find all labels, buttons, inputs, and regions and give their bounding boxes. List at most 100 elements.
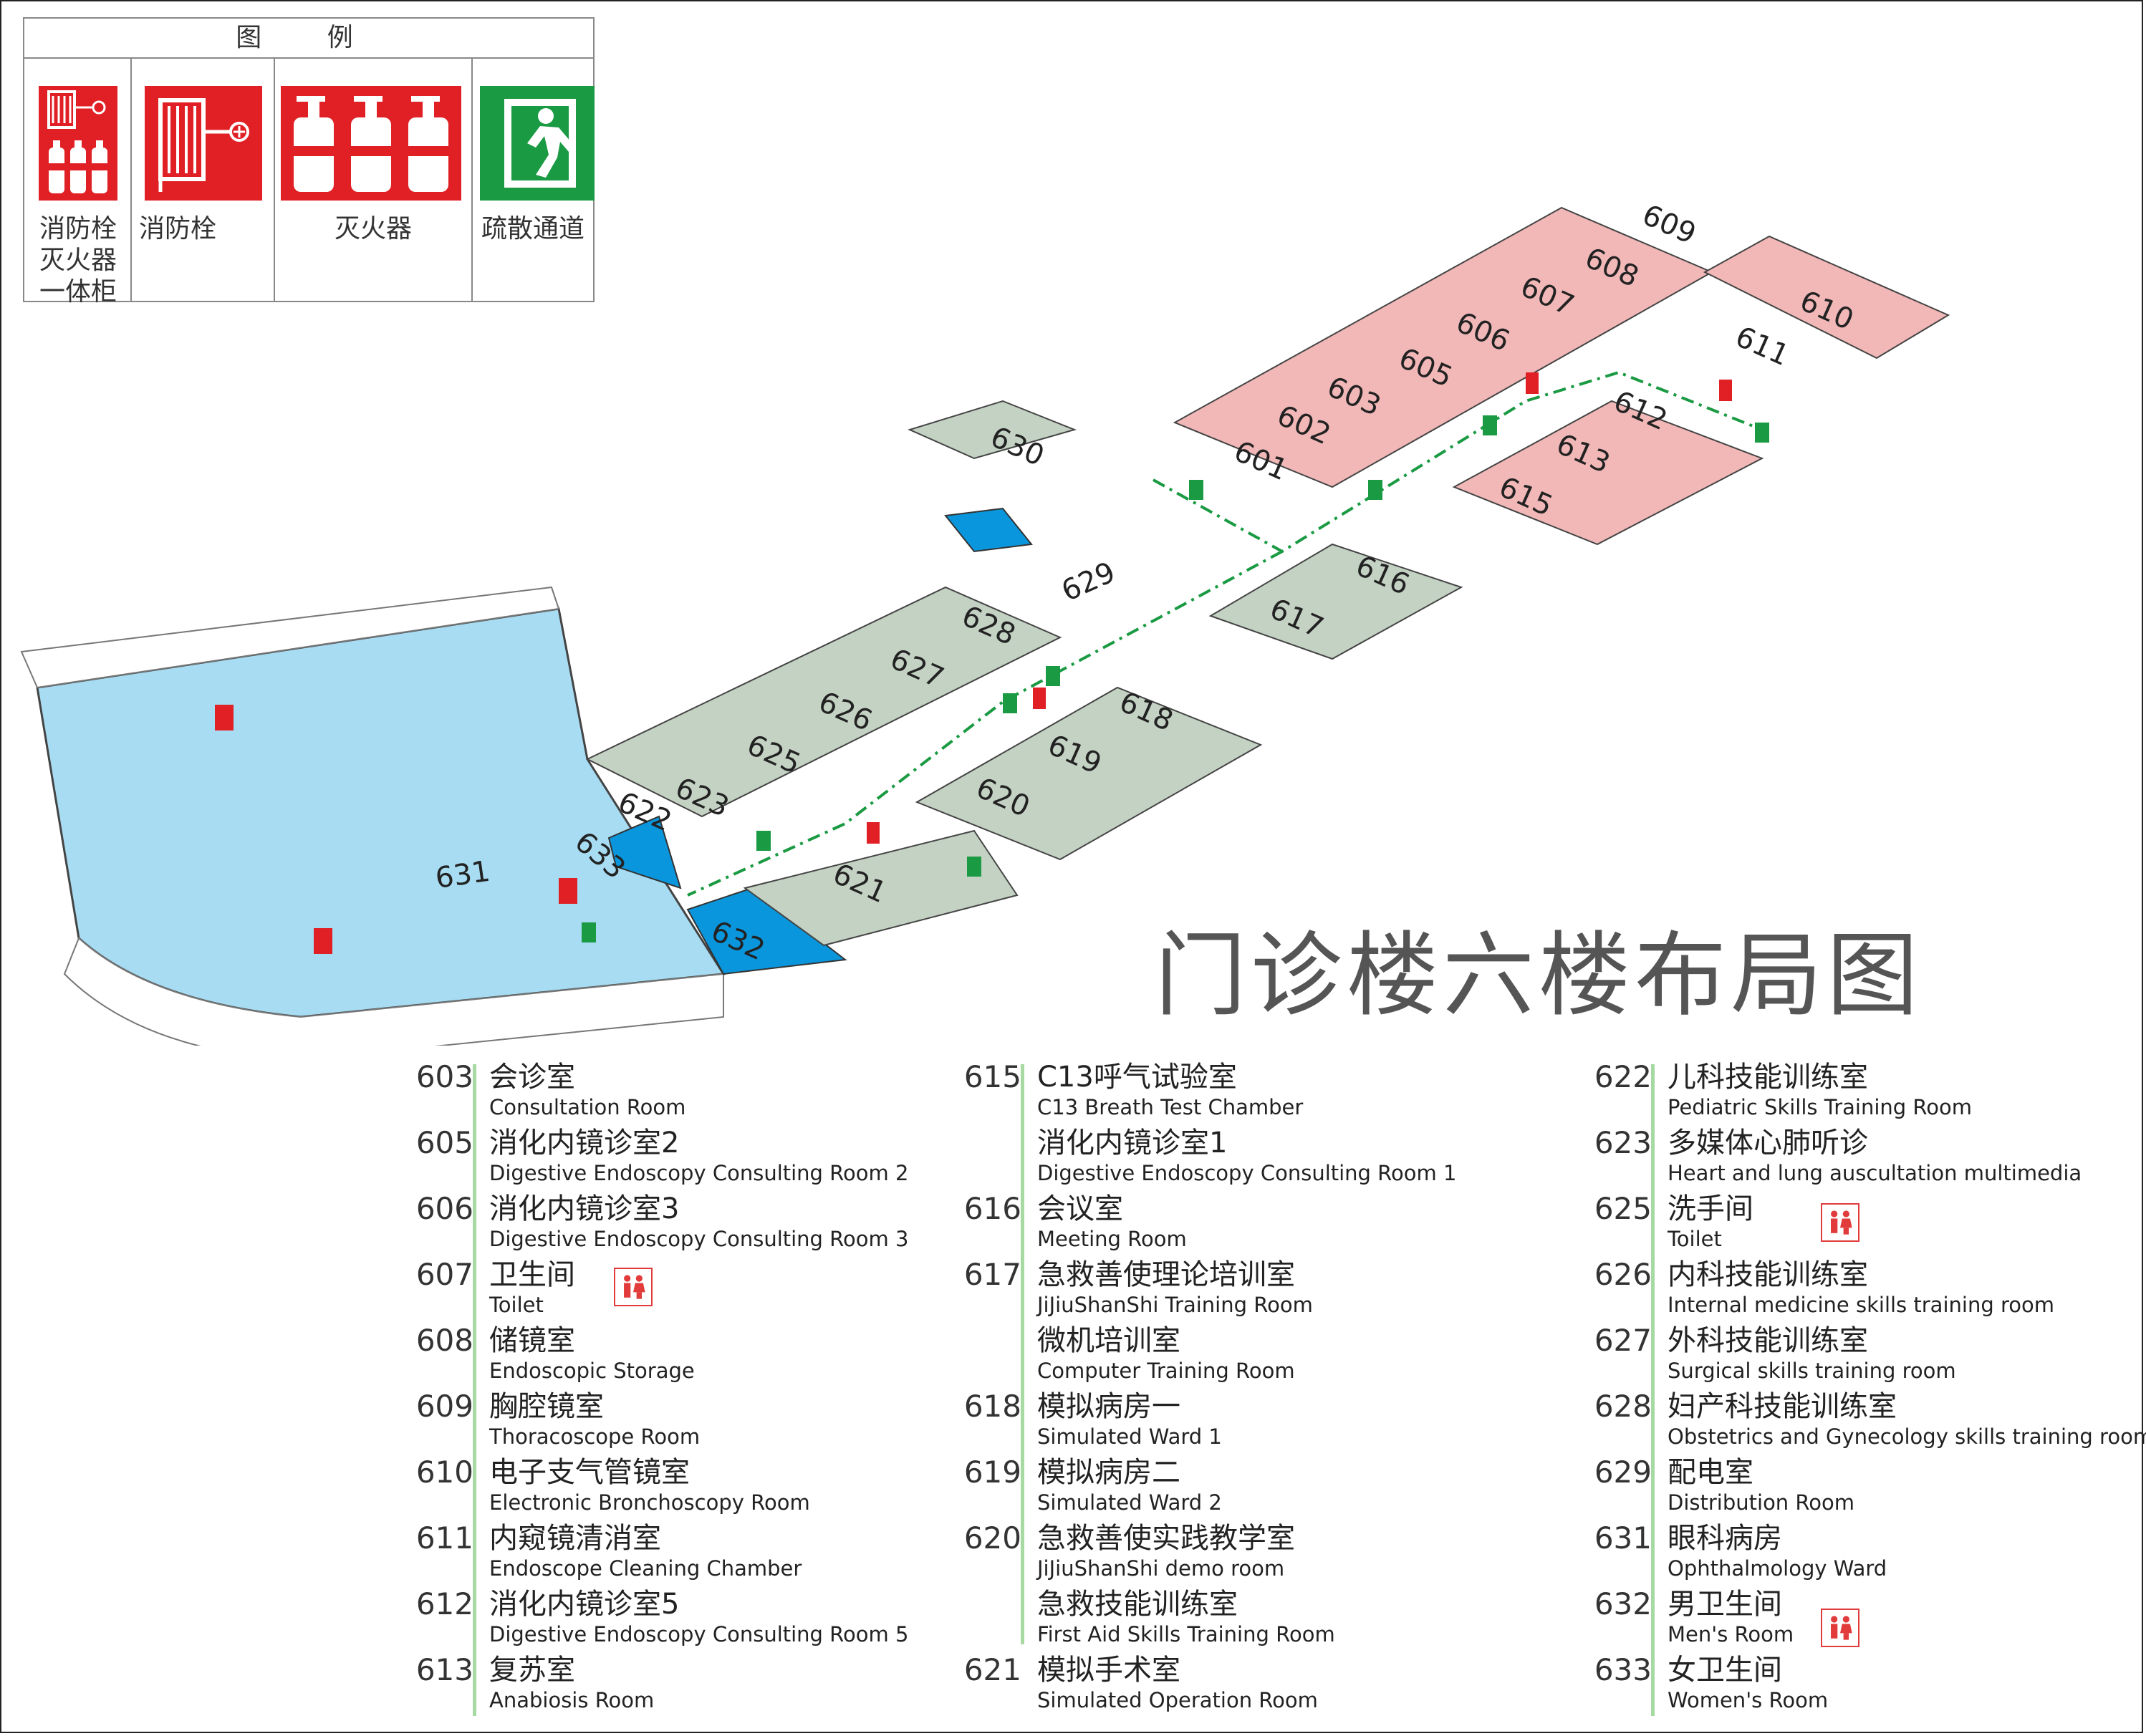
legend-item-fire-extinguisher: 灭火器 xyxy=(275,57,473,301)
directory-room-name-en: Pediatric Skills Training Room xyxy=(1668,1095,1972,1119)
directory-room-name-cn: 模拟手术室 xyxy=(1037,1654,1180,1687)
directory-room-name-cn: 消化内镜诊室5 xyxy=(489,1588,680,1621)
emergency-exit-icon xyxy=(1046,666,1060,686)
directory-room-number: 622 xyxy=(1594,1059,1652,1094)
legend-item-hydrant-extinguisher-cabinet: 消防栓灭火器一体柜 xyxy=(24,57,132,307)
hydrant-extinguisher-cabinet-icon xyxy=(1526,372,1539,394)
directory-room-name-en: Consultation Room xyxy=(489,1095,686,1119)
directory-room-name-en: JiJiuShanShi demo room xyxy=(1037,1556,1285,1581)
directory-room-name-en: Thoracoscope Room xyxy=(489,1424,701,1449)
directory-room-number: 631 xyxy=(1594,1520,1652,1556)
directory-divider xyxy=(1651,1064,1655,1716)
directory-room-name-cn: C13呼气试验室 xyxy=(1037,1061,1237,1094)
directory-room-number: 605 xyxy=(415,1125,473,1160)
directory-room-name-en: Toilet xyxy=(1668,1227,1722,1251)
directory-room-name-en: Simulated Ward 1 xyxy=(1037,1424,1222,1449)
directory-room-name-cn: 急救善使理论培训室 xyxy=(1037,1258,1295,1291)
emergency-exit-icon xyxy=(1483,415,1497,435)
balcony-rail xyxy=(20,586,560,689)
room-number: 609 xyxy=(1637,198,1700,251)
directory-room-name-en: Digestive Endoscopy Consulting Room 1 xyxy=(1037,1161,1457,1185)
directory-room-name-cn: 会议室 xyxy=(1037,1192,1123,1225)
directory-room-name-cn: 模拟病房一 xyxy=(1037,1390,1180,1423)
directory-room-name-cn: 内科技能训练室 xyxy=(1668,1258,1868,1291)
directory-room-name-en: Surgical skills training room xyxy=(1668,1359,1956,1383)
directory-room-name-en: First Aid Skills Training Room xyxy=(1037,1622,1335,1646)
directory-room-number: 628 xyxy=(1594,1389,1652,1424)
directory-room-name-en: Digestive Endoscopy Consulting Room 5 xyxy=(489,1622,909,1646)
legend-label: 消防栓灭火器一体柜 xyxy=(39,214,117,307)
directory-room-name-en: Digestive Endoscopy Consulting Room 3 xyxy=(489,1227,909,1251)
directory-room-name-cn: 内窥镜清消室 xyxy=(489,1522,661,1555)
hydrant-extinguisher-cabinet-icon xyxy=(1719,380,1732,401)
hydrant-extinguisher-cabinet-icon xyxy=(215,705,234,730)
map-title: 门诊楼六楼布局图 xyxy=(1155,922,1923,1029)
directory-room-name-en: Toilet xyxy=(489,1293,544,1317)
legend-label: 灭火器 xyxy=(334,214,412,243)
directory-room-name-en: Digestive Endoscopy Consulting Room 2 xyxy=(489,1161,909,1185)
directory-room-name-en: Endoscope Cleaning Chamber xyxy=(489,1556,802,1581)
directory-room-number: 633 xyxy=(1594,1652,1652,1687)
directory-room-name-cn: 储镜室 xyxy=(489,1324,575,1357)
hydrant-extinguisher-cabinet-icon xyxy=(314,928,332,954)
ward-wall-base xyxy=(63,937,724,1046)
emergency-exit-icon xyxy=(1368,480,1382,500)
directory-room-name-en: Men's Room xyxy=(1668,1622,1794,1646)
directory-room-number: 609 xyxy=(415,1389,473,1424)
directory-room-name-cn: 消化内镜诊室3 xyxy=(489,1192,680,1225)
directory-room-name-cn: 妇产科技能训练室 xyxy=(1668,1390,1897,1423)
directory-room-number: 610 xyxy=(415,1455,473,1490)
room-616-617-block xyxy=(1208,543,1463,660)
legend-label: 消防栓 xyxy=(139,214,217,243)
floor-plan: 601 602 603 605 606 607 608 609 610 611 … xyxy=(20,198,1950,1046)
directory-room-name-cn: 胸腔镜室 xyxy=(489,1390,604,1423)
directory-room-number: 619 xyxy=(963,1455,1021,1490)
directory-room-name-en: C13 Breath Test Chamber xyxy=(1037,1095,1304,1119)
directory-room-number: 618 xyxy=(963,1389,1021,1424)
directory-divider xyxy=(473,1064,476,1716)
emergency-exit-icon xyxy=(967,857,981,877)
directory-room-number: 627 xyxy=(1594,1323,1652,1358)
directory-room-number: 629 xyxy=(1594,1455,1652,1490)
directory-room-name-cn: 女卫生间 xyxy=(1668,1654,1782,1687)
directory-room-number: 617 xyxy=(963,1257,1021,1292)
directory-room-name-en: Heart and lung auscultation multimedia xyxy=(1668,1161,2082,1185)
directory-room-name-cn: 复苏室 xyxy=(489,1654,575,1687)
directory-room-name-cn: 消化内镜诊室2 xyxy=(489,1127,680,1159)
room-610-611-block xyxy=(1703,235,1950,360)
hydrant-extinguisher-cabinet-icon xyxy=(1033,688,1046,709)
directory-room-name-cn: 眼科病房 xyxy=(1668,1522,1782,1555)
directory-room-name-cn: 多媒体心肺听诊 xyxy=(1668,1127,1868,1159)
directory-room-number: 625 xyxy=(1594,1191,1652,1226)
directory-room-number: 613 xyxy=(415,1652,473,1687)
directory-room-name-en: Internal medicine skills training room xyxy=(1668,1293,2054,1317)
legend-title: 图 例 xyxy=(24,19,593,59)
room-618-620-block xyxy=(915,686,1263,861)
room-number: 629 xyxy=(1057,556,1120,608)
room-633 xyxy=(607,815,682,889)
fire-extinguisher-icon xyxy=(281,86,461,201)
directory-room-name-en: Women's Room xyxy=(1668,1688,1829,1712)
directory-room-number: 632 xyxy=(1594,1586,1652,1621)
emergency-exit-icon xyxy=(1189,480,1203,500)
directory-room-name-en: Ophthalmology Ward xyxy=(1668,1556,1887,1581)
directory-room-name-cn: 急救善使实践教学室 xyxy=(1037,1522,1295,1555)
emergency-exit-icon xyxy=(1003,693,1017,713)
directory-room-name-en: Simulated Operation Room xyxy=(1037,1688,1318,1712)
directory-divider xyxy=(1021,1064,1024,1644)
stair-lobby xyxy=(944,507,1033,553)
room-621 xyxy=(743,829,1019,947)
room-630 xyxy=(908,400,1077,460)
directory-room-number: 626 xyxy=(1594,1257,1652,1292)
hydrant-extinguisher-cabinet-icon xyxy=(867,822,880,844)
directory-room-name-cn: 模拟病房二 xyxy=(1037,1456,1180,1489)
directory-room-number: 607 xyxy=(415,1257,473,1292)
directory-room-number: 615 xyxy=(963,1059,1021,1094)
fire-hydrant-icon xyxy=(145,86,262,201)
directory-room-number: 623 xyxy=(1594,1125,1652,1160)
directory-room-name-cn: 配电室 xyxy=(1668,1456,1753,1489)
room-612-615-block xyxy=(1452,400,1764,546)
directory-room-name-cn: 男卫生间 xyxy=(1668,1588,1782,1621)
emergency-exit-icon xyxy=(1755,423,1769,443)
